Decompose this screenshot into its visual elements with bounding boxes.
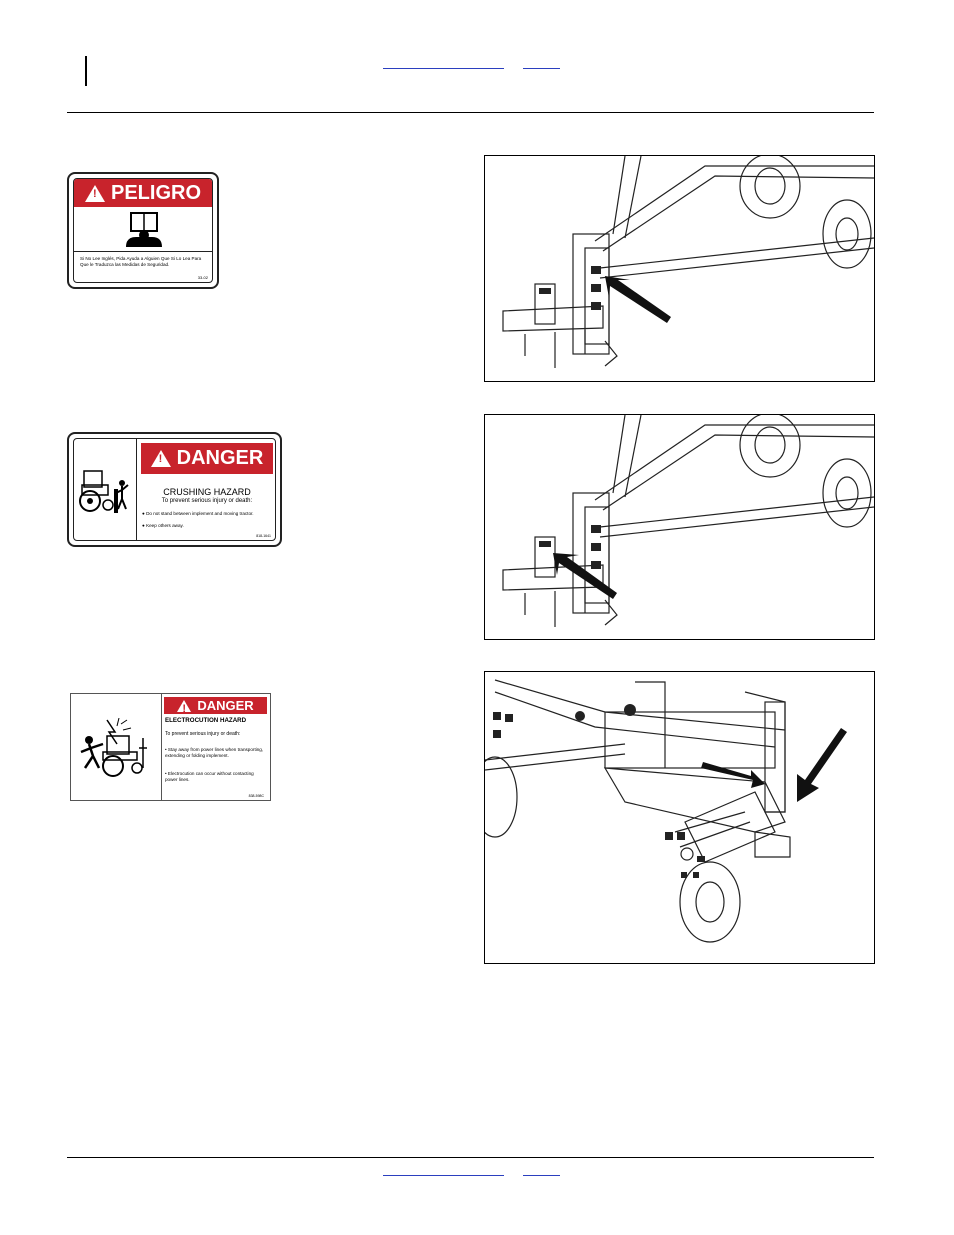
crushing-bullet-2: ● Keep others away. <box>142 523 184 528</box>
peligro-title: PELIGRO <box>110 181 201 204</box>
arrow-pointer <box>605 276 671 323</box>
electrocution-bullet-1: • Stay away from power lines when transp… <box>165 747 264 758</box>
implement-hitch-illustration <box>502 156 874 368</box>
footer-link-2[interactable] <box>523 1167 560 1176</box>
crushing-decal: DANGER CRUSHING HAZARD To prevent seriou… <box>67 432 282 547</box>
electrocution-title: DANGER <box>197 698 254 713</box>
arrow-pointer <box>797 728 847 802</box>
peligro-text: Si No Lee Inglés, Pida Ayuda a Alguien Q… <box>80 256 202 267</box>
power-line-electrocution-icon <box>80 718 147 777</box>
header-marker-bar <box>85 56 87 86</box>
warning-triangle-icon <box>84 184 105 202</box>
electrocution-decal: DANGER ELECTROCUTION HAZARD To prevent s… <box>70 693 271 801</box>
implement-hitch-illustration <box>502 415 874 627</box>
electrocution-hazard: ELECTROCUTION HAZARD <box>165 717 247 724</box>
footer-link-1[interactable] <box>383 1167 504 1176</box>
crushing-hazard: CRUSHING HAZARD <box>163 487 251 497</box>
header-link-2[interactable] <box>523 60 560 69</box>
header-rule <box>67 112 874 113</box>
arrow-pointer <box>701 762 765 788</box>
electrocution-subtitle: To prevent serious injury or death: <box>165 731 241 737</box>
tractor-crush-icon <box>79 470 129 513</box>
crushing-bullet-1: ● Do not stand between implement and mov… <box>142 511 254 516</box>
electrocution-code: 838-598C <box>248 794 264 798</box>
reading-person-icon <box>126 212 162 247</box>
crushing-header: DANGER <box>141 443 273 474</box>
warning-triangle-icon <box>150 450 171 467</box>
implement-rear-photo <box>484 671 875 964</box>
peligro-header: PELIGRO <box>74 179 212 207</box>
warning-triangle-icon <box>177 699 192 715</box>
crushing-code: 818-1641 <box>256 534 271 538</box>
header-link-1[interactable] <box>383 60 504 69</box>
crushing-subtitle: To prevent serious injury or death: <box>161 498 253 504</box>
electrocution-bullet-2: • Electrocution can occur without contac… <box>165 771 254 782</box>
implement-hitch-photo-2 <box>484 414 875 640</box>
peligro-decal: PELIGRO Si No Lee Inglés, Pida Ayuda a A… <box>67 172 219 289</box>
crushing-title: DANGER <box>176 447 264 469</box>
footer-rule <box>67 1157 874 1158</box>
implement-hitch-photo-1 <box>484 155 875 382</box>
peligro-code: 33-02 <box>197 275 208 280</box>
implement-rear-illustration <box>485 679 847 943</box>
arrow-pointer <box>553 553 617 599</box>
electrocution-header: DANGER <box>164 697 267 715</box>
